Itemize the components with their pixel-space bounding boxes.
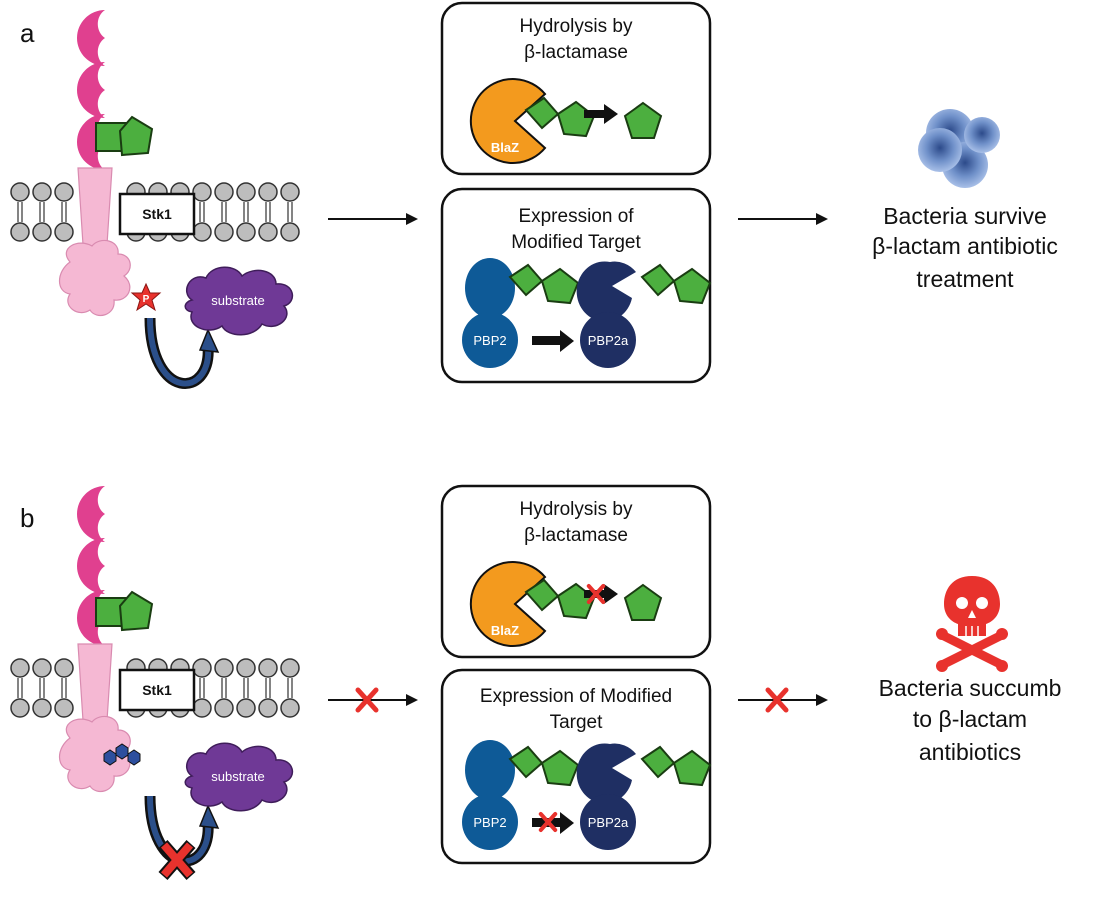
arrow-to-mechanisms <box>328 213 418 225</box>
blaz-enzyme-icon <box>469 561 547 647</box>
panel-letter-a: a <box>20 18 35 48</box>
panel-a: a <box>10 1 1058 389</box>
pbp2-icon <box>462 258 518 368</box>
pasta-domains-icon <box>77 486 105 646</box>
blocked-expression-arrow-icon <box>532 812 574 834</box>
pasta-domains-icon <box>77 10 105 170</box>
bound-antibiotic-icon <box>95 115 154 157</box>
pbp2a-icon <box>576 743 636 850</box>
blaz-label: BlaZ <box>491 140 519 155</box>
target-title-line2: Modified Target <box>511 232 641 253</box>
blocked-hydrolysis-arrow-icon <box>584 584 618 604</box>
pbp2-icon <box>462 740 518 850</box>
pbp2a-label: PBP2a <box>588 333 629 348</box>
stk1-label: Stk1 <box>142 682 172 698</box>
stk1-label-box <box>118 668 196 712</box>
hydrolysis-title-line1: Hydrolysis by <box>520 499 633 520</box>
outcome-a-line2: β-lactam antibiotic <box>872 233 1058 259</box>
blocked-arrow-to-mechanisms <box>328 690 418 710</box>
skull-crossbones-icon <box>936 576 1008 672</box>
hydrolysis-title-line2: β-lactamase <box>524 42 628 63</box>
panel-b: b <box>10 484 1062 880</box>
outcome-b-line3: antibiotics <box>919 739 1021 765</box>
stk1-kinase-icon <box>58 167 131 317</box>
blocked-x-icon <box>158 840 196 880</box>
bacteria-cluster-icon <box>918 109 1000 188</box>
phosphorylation-star-icon: P <box>130 282 162 312</box>
outcome-a-line3: treatment <box>916 266 1014 292</box>
hydrolysis-title-line2: β-lactamase <box>524 525 628 546</box>
target-title-line2: Target <box>550 712 604 733</box>
substrate-cloud-icon <box>184 742 294 812</box>
pbp2-label: PBP2 <box>473 333 506 348</box>
outcome-b-line1: Bacteria succumb <box>879 675 1062 701</box>
target-title-line1: Expression of <box>518 206 634 227</box>
outcome-b-line2: to β-lactam <box>913 706 1027 732</box>
membrane-bilayer-icon <box>10 658 300 718</box>
blaz-enzyme-icon <box>469 78 547 164</box>
membrane-bilayer-icon <box>10 182 300 242</box>
target-title-line1: Expression of Modified <box>480 686 672 707</box>
pbp2a-icon <box>576 261 636 368</box>
expression-arrow-icon <box>532 330 574 352</box>
hydrolysis-title-line1: Hydrolysis by <box>520 16 633 37</box>
outcome-a-line1: Bacteria survive <box>883 203 1047 229</box>
substrate-label: substrate <box>211 769 264 784</box>
stk1-kinase-icon <box>58 643 131 793</box>
stk1-label-box <box>118 192 196 236</box>
panel-letter-b: b <box>20 503 34 533</box>
kinase-inhibitor-icon <box>103 743 141 766</box>
blaz-label: BlaZ <box>491 623 519 638</box>
arrow-to-outcome <box>738 213 828 225</box>
pbp2a-label: PBP2a <box>588 815 629 830</box>
phosphorylation-arrow-icon <box>144 317 220 389</box>
phospho-label: P <box>143 294 150 305</box>
substrate-label: substrate <box>211 293 264 308</box>
hydrolysis-arrow-icon <box>584 104 618 124</box>
blocked-arrow-to-outcome <box>738 690 828 710</box>
substrate-cloud-icon <box>184 266 294 336</box>
pbp2-label: PBP2 <box>473 815 506 830</box>
stk1-label: Stk1 <box>142 206 172 222</box>
bound-antibiotic-icon <box>95 590 154 632</box>
